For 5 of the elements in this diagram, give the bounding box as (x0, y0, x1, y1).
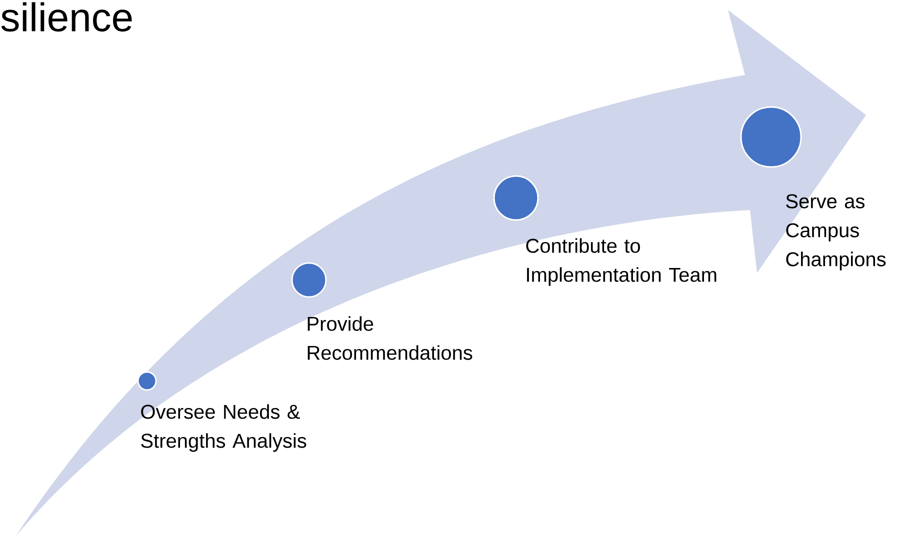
step-label: Oversee Needs & Strengths Analysis (141, 404, 306, 452)
title: silience (1, 2, 132, 32)
step-label: Provide Recommendations (308, 316, 472, 360)
step-label: Serve as Campus Champions (786, 194, 886, 270)
step-label: Contribute to Implementation Team (526, 238, 716, 286)
